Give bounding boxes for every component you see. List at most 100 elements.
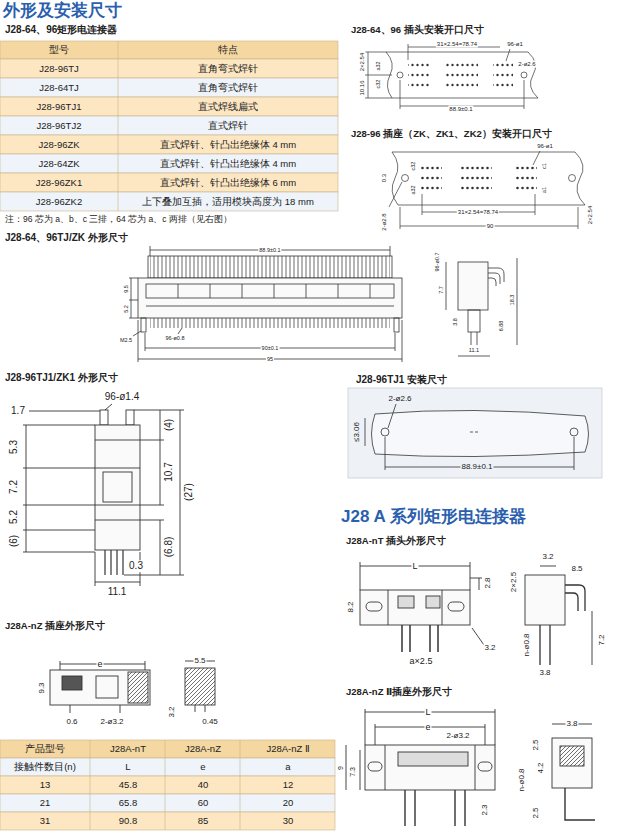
socket-nz-drawing (50, 661, 215, 713)
dimension-text: 1.7 (10, 405, 26, 417)
table-cell: J28A-nZ Ⅱ (265, 744, 310, 755)
dimension-text: L (424, 707, 431, 717)
connector-side-view (446, 258, 517, 356)
table-cell: J28-64TJ (38, 82, 80, 93)
table-cell: J28A-nT (109, 744, 147, 755)
dimension-text: 10.16 (359, 79, 366, 96)
table-cell: 特点 (217, 44, 239, 56)
socket-nz2-drawing-part (404, 790, 405, 826)
plug-nt-drawing-part (426, 596, 440, 608)
dimension-text: 9.3 (37, 681, 46, 694)
connector-front-view-part (274, 284, 275, 298)
socket-nz2-drawing-part (365, 709, 366, 745)
table-cell: 直角弯式焊针 (197, 82, 259, 93)
socket-nz2-drawing-part (385, 745, 386, 790)
table-cell: 型号 (48, 44, 70, 56)
socket-nz-drawing-part (145, 661, 146, 670)
tj1-mount-drawing-part (388, 404, 396, 428)
tj1-mount-drawing-part (470, 432, 480, 433)
tj1-mount-drawing-part (372, 410, 589, 456)
connector-front-view-part (390, 246, 391, 256)
socket-cutout-drawing (389, 151, 585, 229)
socket-cutout-drawing-part (533, 151, 540, 165)
connector-front-view-part (129, 318, 138, 319)
tj1-outline-drawing-part (23, 530, 95, 531)
model-table-part (0, 173, 338, 192)
connector-front-view-part (178, 284, 179, 298)
connector-side-view-part (471, 332, 472, 345)
socket-nz2-drawing-part (475, 745, 476, 790)
table-cell: 65.8 (118, 798, 139, 809)
dimension-text: 2×2.54 (359, 52, 366, 73)
section-heading: J28A-nZ Ⅱ插座外形尺寸 (345, 687, 453, 698)
plug-cutout-drawing-part (521, 72, 527, 78)
connector-front-view-part (129, 278, 138, 279)
socket-nz2-drawing-part (495, 709, 496, 745)
table-cell: J28-96TJ1 (36, 101, 83, 112)
dimension-text: 3.8 (452, 317, 458, 327)
socket-nz2-drawing-part (478, 762, 492, 771)
socket-cutout-drawing-part (392, 152, 585, 205)
connector-front-view-part (131, 278, 132, 318)
plug-cutout-drawing-part (365, 75, 392, 76)
tj1-outline-drawing-part (95, 440, 140, 441)
table-cell: J28A-nZ (184, 744, 222, 755)
table-cell: J28-96TJ (38, 63, 80, 74)
dimension-text: c1 (541, 162, 547, 170)
plug-cutout-drawing-part (493, 62, 513, 90)
plug-cutout-drawing-part (408, 44, 409, 60)
socket-nz-drawing-part (120, 705, 121, 713)
table-cell: 40 (197, 780, 210, 791)
connector-side-view-part (458, 356, 490, 357)
plug-nt-drawing (360, 562, 592, 665)
dimension-text: 10.7 (163, 461, 175, 482)
socket-nz2-drawing-part (398, 752, 468, 766)
table-cell: 直角弯式焊针 (197, 63, 259, 74)
dimension-text: 18.3 (509, 294, 515, 307)
model-table-part (118, 41, 119, 211)
connector-front-view-part (141, 318, 146, 332)
plug-nt-drawing-part (472, 628, 484, 645)
tj1-outline-drawing-part (95, 552, 96, 586)
socket-cutout-drawing-part (569, 175, 576, 182)
size-table-part (240, 740, 241, 830)
section-heading: J28-64、96矩形电连接器 (4, 24, 118, 36)
connector-side-view-part (458, 262, 488, 310)
plug-nt-drawing-part (366, 602, 382, 611)
dimension-text: M2.5 (119, 337, 133, 343)
dimension-text: 2.5 (531, 806, 540, 819)
dimension-text: 4.2 (536, 761, 545, 774)
dimension-text: n-ø0.8 (522, 632, 531, 657)
socket-nz2-drawing-part (565, 788, 595, 820)
connector-front-view-part (138, 278, 402, 318)
table-cell: e (199, 762, 206, 773)
tj1-outline-drawing-part (95, 520, 140, 521)
dimension-text: 5.2 (8, 509, 20, 525)
tj1-outline-drawing-part (100, 550, 124, 575)
size-table-part (0, 812, 335, 830)
model-table-part (0, 192, 338, 211)
dimension-text: 2-ø2.6 (517, 61, 536, 68)
dimension-text: (6.8) (163, 536, 175, 559)
table-cell: 上下叠加互插，适用模块高度为 18 mm (141, 196, 315, 207)
plug-cutout-drawing (365, 44, 538, 109)
dimension-text: 7.3 (349, 766, 357, 778)
dimension-text: 9.5 (123, 284, 129, 294)
table-cell: 直式焊针、针凸出绝缘体 6 mm (159, 177, 297, 188)
connector-front-view-part (150, 246, 151, 256)
socket-nz-drawing-part (205, 705, 206, 712)
dimension-text: 7.2 (597, 633, 606, 646)
dimension-text: a32 (410, 184, 416, 195)
section-heading: J28-64、96 插头安装开口尺寸 (350, 25, 485, 36)
connector-side-view-part (446, 262, 447, 310)
plug-cutout-drawing-part (446, 62, 478, 90)
dimension-text: 2×2.5 (509, 571, 518, 593)
connector-front-view-part (338, 284, 339, 298)
socket-nz2-drawing-part (414, 790, 415, 826)
socket-cutout-drawing-part (515, 162, 537, 192)
dimension-text: 0.45 (201, 717, 219, 726)
dimension-text: (27) (183, 482, 195, 502)
tj1-outline-drawing-part (23, 505, 95, 506)
dimension-text: 2-ø2.6 (387, 394, 412, 403)
